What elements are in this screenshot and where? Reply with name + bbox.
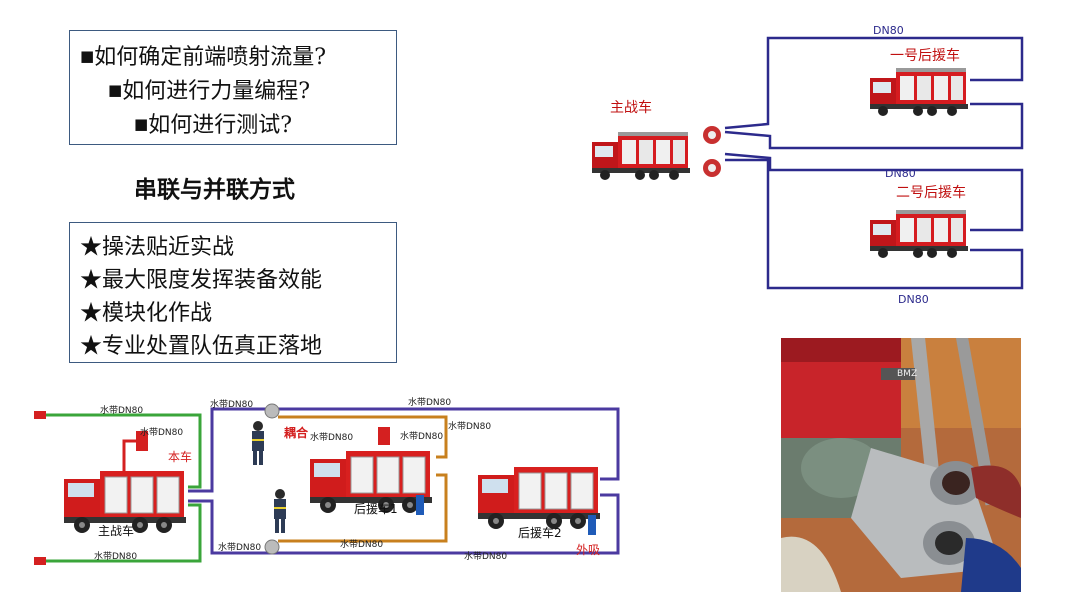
support-1-label: 后援车1 [354,501,398,516]
hydrant-icon [136,431,148,451]
hose-label: DN80 [873,24,904,37]
hose-lines-orange [278,415,448,543]
hose-label: 水带DN80 [408,396,451,408]
hose-label: 水带DN80 [140,426,183,438]
hose-label: 水带DN80 [210,398,253,410]
hose-label: 水带DN80 [400,430,443,442]
hose-lines [724,36,1024,290]
parallel-connection-diagram: 主战车 一号后援车 二号后援车 DN80 DN80 DN80 [592,24,1024,306]
hose-label: 水带DN80 [310,431,353,443]
support-truck-2-image [870,210,968,258]
questions-box: ■如何确定前端喷射流量? ■如何进行力量编程? ■如何进行测试? [69,30,397,145]
star-icon: ★ [80,334,103,359]
suction-pipe [416,495,424,515]
coupling-label: 耦合 [284,425,309,440]
coupler-icon [703,126,721,177]
hose-label: 水带DN80 [218,541,261,553]
benefit-1: ★操法贴近实战 [80,235,235,260]
coupling-photo-image: BMZ [781,338,1021,592]
hose-label: 水带DN80 [94,550,137,562]
support-truck-1-image [870,68,968,116]
hose-label: 水带DN80 [448,420,491,432]
hose-lines-green [46,413,202,563]
coupling-photo: BMZ [781,338,1021,592]
benefits-box: ★操法贴近实战 ★最大限度发挥装备效能 ★模块化作战 ★专业处置队伍真正落地 [69,222,397,363]
benefit-4: ★专业处置队伍真正落地 [80,334,323,359]
section-heading: 串联与并联方式 [134,177,295,203]
benefit-3: ★模块化作战 [80,301,213,326]
self-truck-label: 本车 [168,449,192,464]
hose-label: DN80 [898,293,929,306]
support-2-label: 后援车2 [518,525,562,540]
coupling-icon [264,539,280,555]
firefighter-image [252,421,264,465]
question-2: ■如何进行力量编程? [108,79,310,104]
star-icon: ★ [80,235,103,260]
main-truck-label: 主战车 [610,99,652,116]
support-1-label: 一号后援车 [890,47,960,64]
question-1: ■如何确定前端喷射流量? [80,45,326,70]
support-2-label: 二号后援车 [896,184,966,201]
hose-label: DN80 [885,167,916,180]
star-icon: ★ [80,268,103,293]
plate-text: BMZ [897,369,917,379]
main-truck-label: 主战车 [98,523,134,538]
series-connection-diagram: 水带DN80 水带DN80 水带DN80 水带DN80 水带DN80 水带DN8… [34,396,620,565]
firefighter-image [274,489,286,533]
external-suction-label: 外吸 [576,543,600,557]
nozzle-icon [34,411,46,565]
suction-pipe [588,515,596,535]
coupling-icon [264,403,280,419]
hose-label: 水带DN80 [100,404,143,416]
question-3: ■如何进行测试? [134,113,292,138]
main-truck-image [592,132,690,180]
benefit-2: ★最大限度发挥装备效能 [80,268,323,293]
hose-label: 水带DN80 [464,550,507,562]
star-icon: ★ [80,301,103,326]
hose-label: 水带DN80 [340,538,383,550]
support-truck-2-image [477,466,601,530]
hydrant-icon [378,427,390,445]
